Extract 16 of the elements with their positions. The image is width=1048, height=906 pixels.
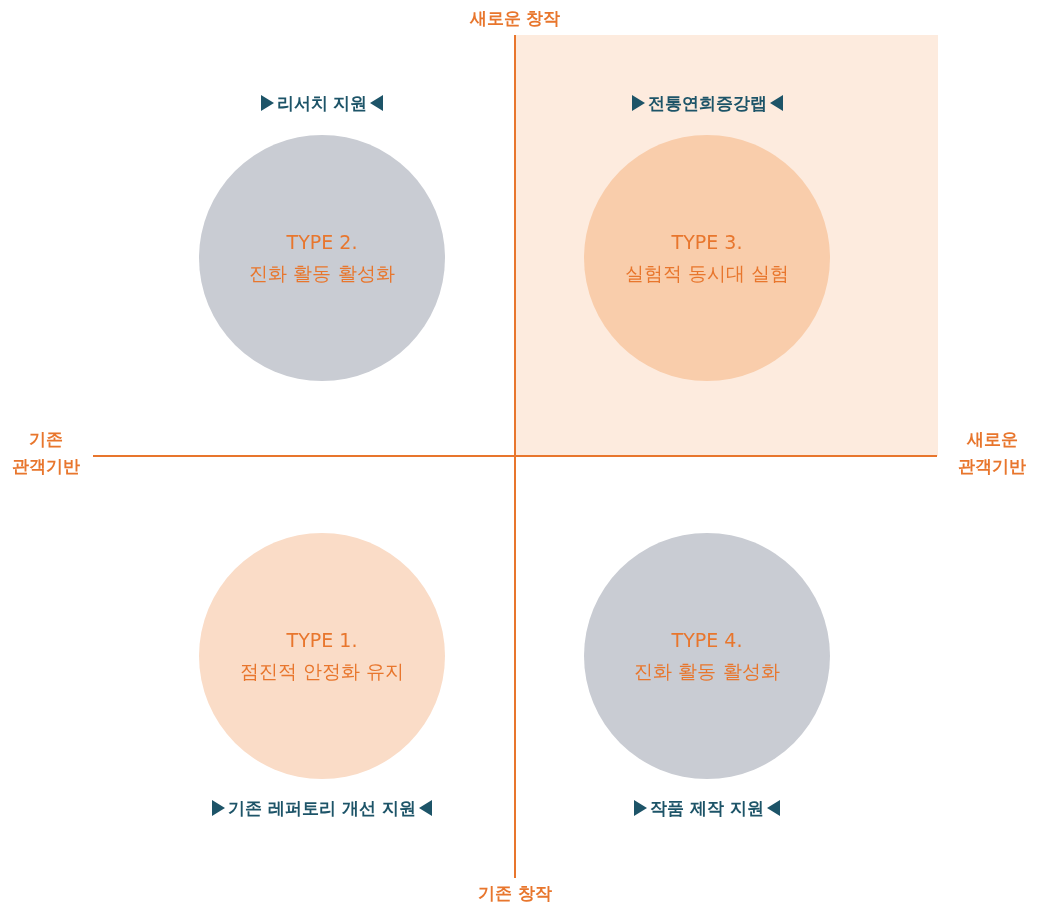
- type-description: 진화 활동 활성화: [634, 659, 780, 684]
- type-heading: TYPE 3.: [671, 229, 743, 255]
- support-label: 전통연희증강랩: [647, 91, 767, 115]
- support-label: 작품 제작 지원: [650, 796, 764, 820]
- axis-label: 새로운 관객기반: [957, 428, 1027, 479]
- type-description: 진화 활동 활성화: [249, 261, 395, 286]
- support-label: 기존 레퍼토리 개선 지원: [228, 796, 416, 820]
- type-description: 점진적 안정화 유지: [239, 659, 405, 684]
- support-label: 리서치 지원: [276, 91, 368, 115]
- type-heading: TYPE 4.: [671, 627, 743, 653]
- axis-label: 새로운 창작: [468, 7, 562, 30]
- type-description: 실험적 동시대 실험: [624, 261, 790, 286]
- type-heading: TYPE 2.: [286, 229, 358, 255]
- type-heading: TYPE 1.: [286, 627, 358, 653]
- axis-label: 기존 관객기반: [11, 428, 81, 479]
- axis-label: 기존 창작: [477, 882, 553, 905]
